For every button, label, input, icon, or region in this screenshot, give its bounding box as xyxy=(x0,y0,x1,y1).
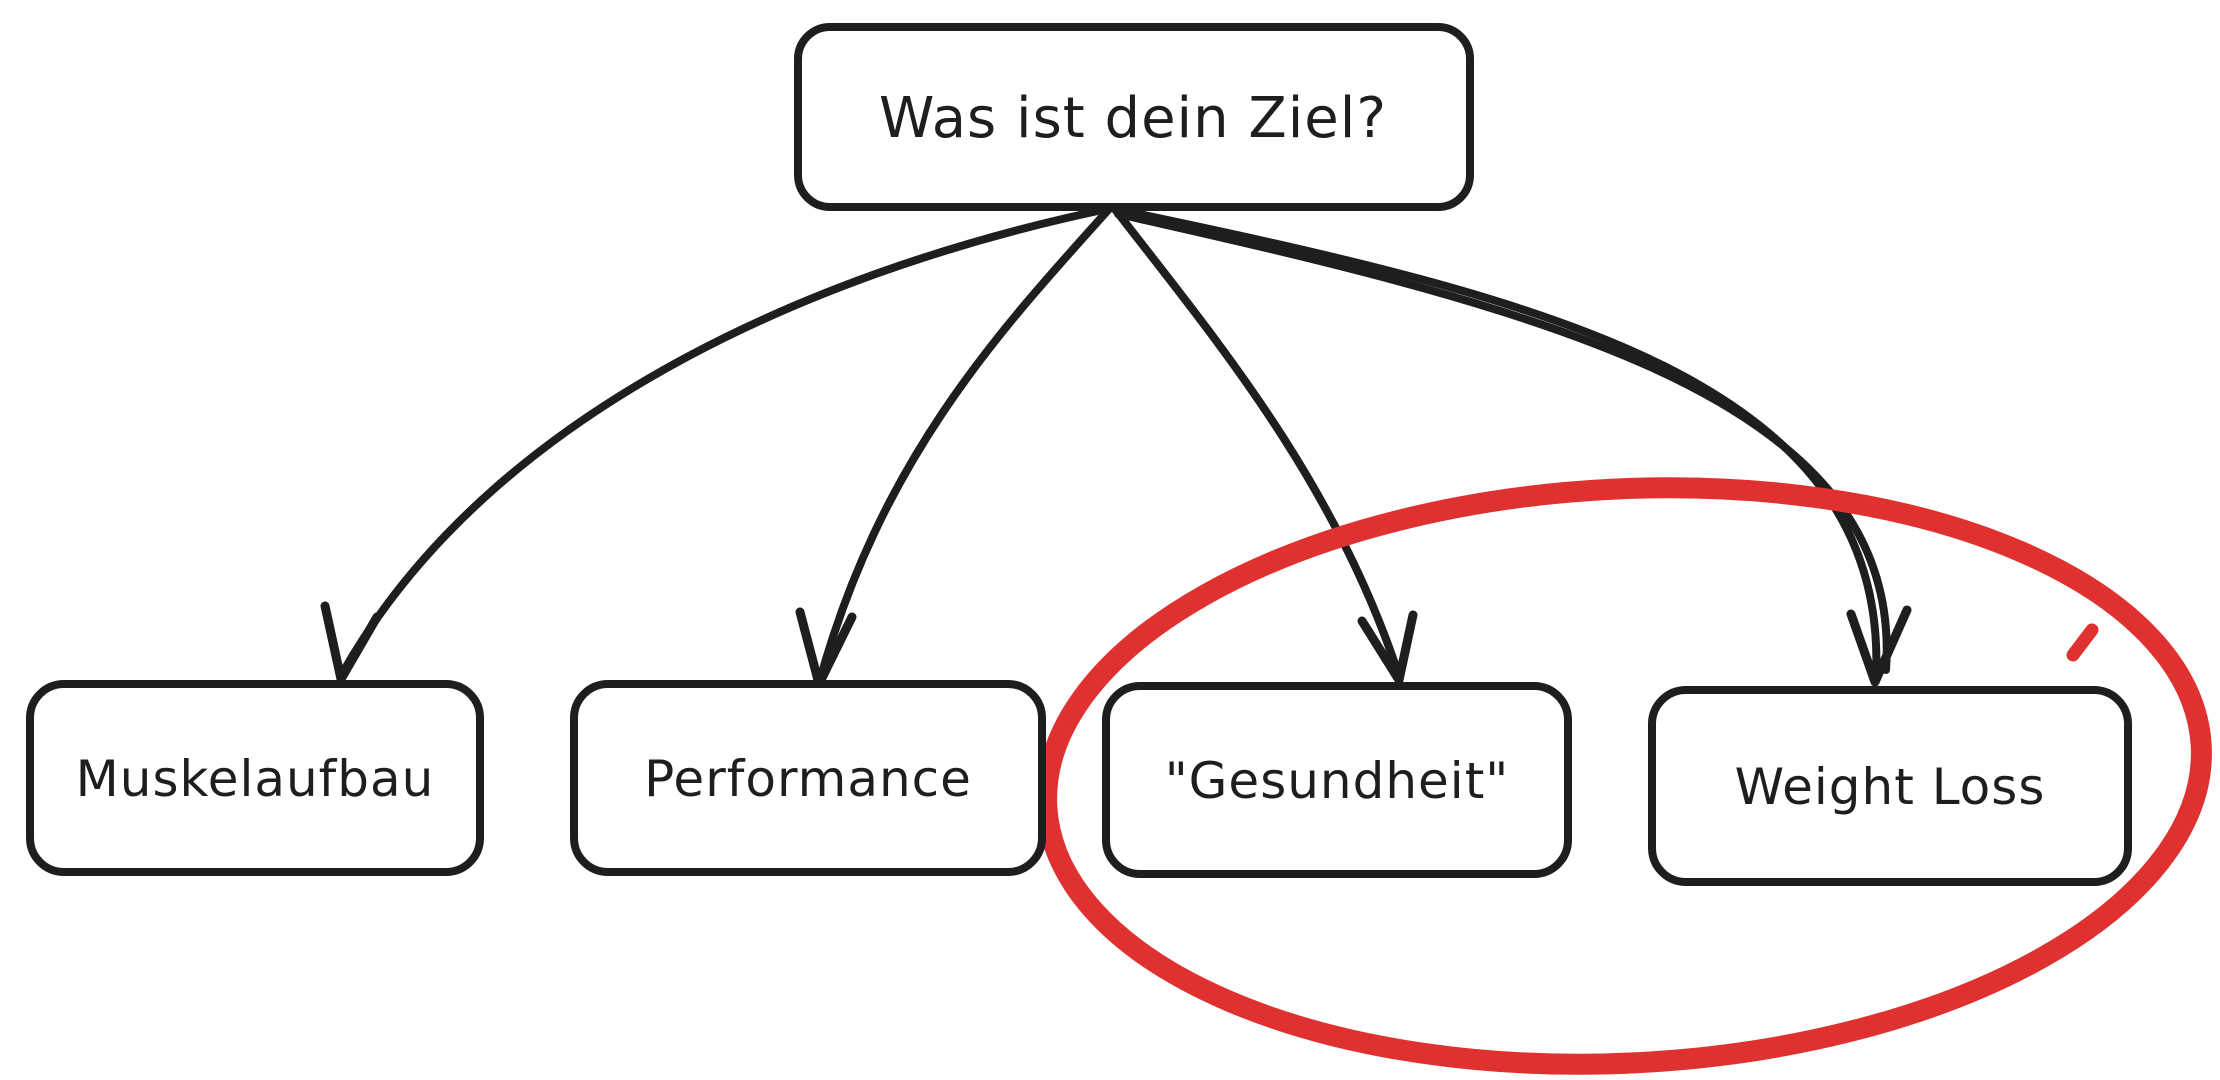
edge-root-to-gesundheit xyxy=(1110,204,1418,685)
arrowhead-down-icon xyxy=(1357,610,1418,685)
edge-line xyxy=(339,204,1116,676)
node-root-question: Was ist dein Ziel? xyxy=(794,23,1474,211)
performance-label: Performance xyxy=(644,750,972,808)
highlight-pen-tick xyxy=(2066,623,2099,662)
question-box xyxy=(794,23,1474,211)
edge-line-double xyxy=(1114,210,1891,674)
weightloss-box xyxy=(1648,686,2132,886)
node-muskelaufbau: Muskelaufbau xyxy=(26,680,484,876)
edge-line xyxy=(1111,205,1881,682)
edge-root-to-muskelaufbau xyxy=(320,204,1116,684)
node-gesundheit: "Gesundheit" xyxy=(1102,682,1572,878)
highlight-annotation xyxy=(1036,477,2212,1075)
performance-box xyxy=(570,680,1046,876)
edge-root-to-performance xyxy=(795,204,1114,689)
muskelaufbau-label: Muskelaufbau xyxy=(76,750,435,808)
weightloss-label: Weight Loss xyxy=(1735,758,2046,816)
edge-line xyxy=(1110,204,1403,680)
arrowhead-down-icon xyxy=(320,601,382,684)
question-label: Was ist dein Ziel? xyxy=(879,86,1387,151)
highlight-ellipse xyxy=(1036,477,2212,1075)
node-weightloss: Weight Loss xyxy=(1648,686,2132,886)
node-performance: Performance xyxy=(570,680,1046,876)
muskelaufbau-box xyxy=(26,680,484,876)
gesundheit-label: "Gesundheit" xyxy=(1165,752,1510,810)
edge-root-to-weightloss xyxy=(1111,205,1912,687)
gesundheit-box xyxy=(1102,682,1572,878)
arrowhead-down-icon xyxy=(1846,605,1912,687)
edge-line xyxy=(816,204,1114,684)
